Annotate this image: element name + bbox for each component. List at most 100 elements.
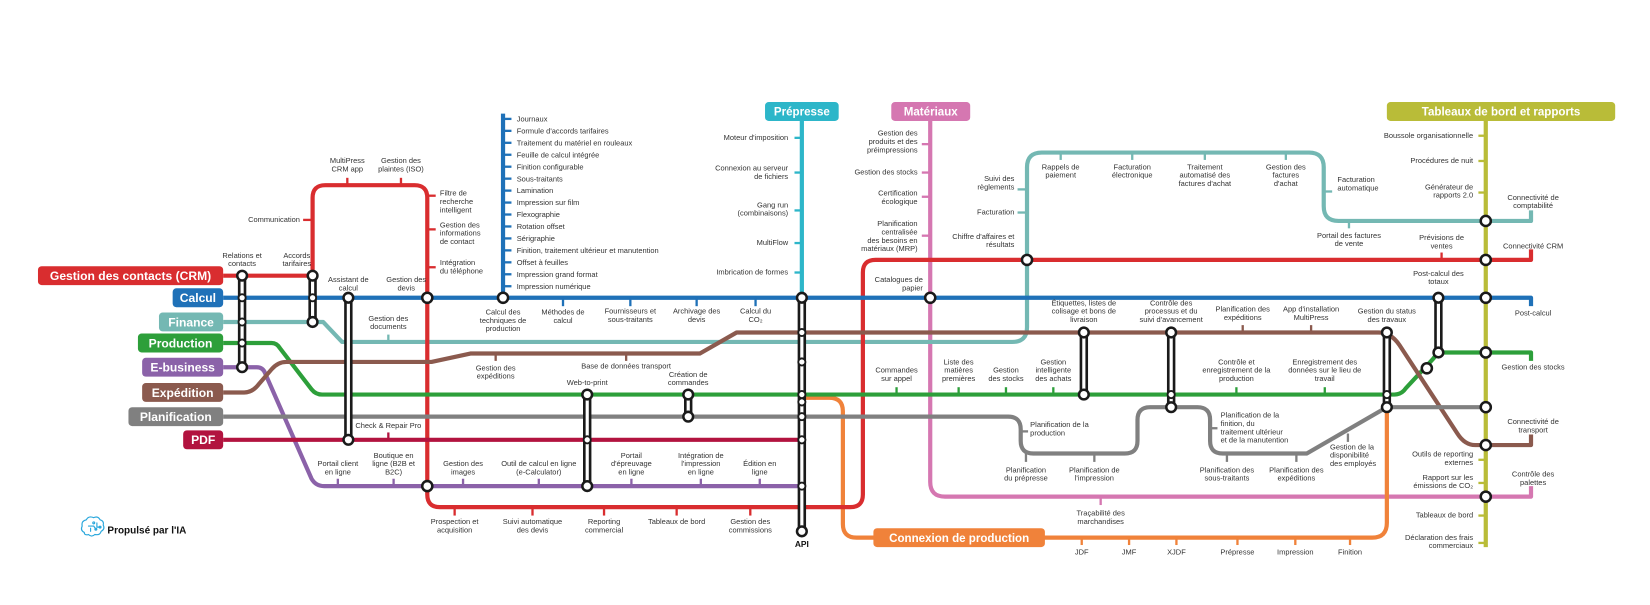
station-node (308, 293, 318, 303)
line-name: Tableaux de bord et rapports (1422, 107, 1580, 119)
station-label-calcul: Offset à feuilles (517, 258, 569, 267)
station-node (682, 410, 695, 423)
station-node (1380, 401, 1393, 414)
line-label-production[interactable]: Production (137, 333, 224, 353)
station-node (1380, 326, 1393, 339)
line-label-connexion[interactable]: Connexion de production (873, 528, 1045, 548)
line-ebusiness (223, 365, 802, 489)
station-label-connexion: JDF (1075, 547, 1089, 556)
interchange-station (923, 291, 937, 305)
interchange-connector (342, 291, 355, 446)
line-label-prepresse[interactable]: Prépresse (765, 102, 839, 121)
station-label-calcul: Flexographie (517, 210, 560, 219)
interchange-station (420, 291, 434, 305)
line-label-materiaux[interactable]: Matériaux (891, 102, 971, 121)
interchange-station (496, 291, 510, 305)
station-node (797, 327, 807, 338)
interchange-station (1479, 346, 1493, 359)
station-node (237, 317, 247, 327)
station-label-calcul: Post-calcul (1515, 309, 1552, 318)
line-crm (223, 183, 1534, 510)
line-label-calcul[interactable]: Calcul (172, 288, 224, 308)
line-finance (223, 150, 1534, 345)
line-planification (223, 405, 1486, 456)
interchange-station (1479, 214, 1493, 228)
line-name: Planification (140, 410, 212, 424)
station-label-connexion: Prépresse (1220, 547, 1254, 556)
station-node (1165, 326, 1178, 339)
station-node (306, 315, 319, 329)
line-label-crm[interactable]: Gestion des contacts (CRM) (37, 266, 224, 286)
station-node (795, 291, 808, 304)
line-label-pdf[interactable]: PDF (183, 430, 224, 450)
interchange-connector (795, 291, 808, 538)
station-label-crm: Connectivité CRM (1503, 241, 1563, 250)
station-label-tableaux: Boussole organisationnelle (1384, 131, 1473, 140)
interchange-connector (1077, 326, 1090, 401)
line-name: Expédition (152, 386, 214, 400)
line-label-ebusiness[interactable]: E-business (142, 357, 224, 377)
interchange-station (1479, 291, 1493, 305)
station-node (237, 293, 247, 303)
station-label-prepresse: Imbrication de formes (716, 268, 788, 277)
station-label-connexion: JMF (1122, 547, 1137, 556)
station-label-crm: Communication (248, 215, 300, 224)
line-label-finance[interactable]: Finance (158, 312, 224, 332)
station-label-pdf: Check & Repair Pro (355, 421, 421, 430)
station-label-calcul: Impression sur film (517, 198, 580, 207)
ai-brain-circuit-icon (80, 516, 105, 537)
station-node (237, 338, 247, 348)
station-node (797, 397, 807, 407)
station-node (795, 525, 808, 538)
station-node (797, 390, 807, 400)
station-node (306, 269, 319, 282)
station-label-calcul: Sous-traitants (517, 174, 563, 183)
station-node (797, 481, 807, 491)
station-node (1432, 291, 1445, 304)
station-node (682, 388, 695, 401)
station-node (581, 480, 594, 493)
station-node (235, 269, 249, 282)
interchange-connector (682, 388, 695, 423)
line-label-planification[interactable]: Planification (128, 407, 224, 427)
station-label-calcul: Feuille de calcul intégrée (517, 150, 600, 159)
station-label-calcul: Impression grand format (517, 270, 599, 279)
line-materiaux (928, 120, 1534, 499)
station-node (235, 361, 249, 374)
station-label-production: Web-to-print (567, 378, 609, 387)
line-name: E-business (150, 361, 215, 375)
station-label-calcul: Journaux (517, 115, 548, 124)
station-label-prepresse: Moteur d'imposition (724, 133, 789, 142)
station-node (581, 388, 594, 401)
line-label-expedition[interactable]: Expédition (142, 382, 224, 402)
station-node (797, 435, 807, 445)
line-label-tableaux[interactable]: Tableaux de bord et rapports (1386, 102, 1616, 121)
footer-logo: Propulsé par l'IA (80, 516, 186, 537)
